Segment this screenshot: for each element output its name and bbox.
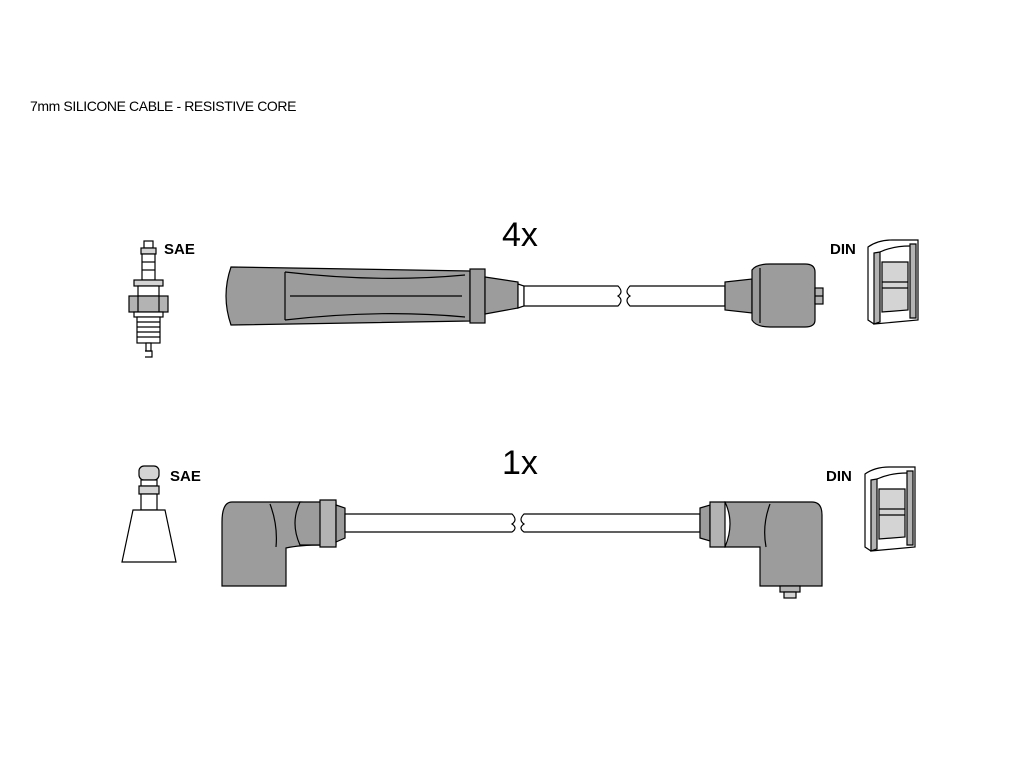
cable-angled xyxy=(344,513,701,533)
straight-plug-boot xyxy=(225,266,525,326)
lead-1-quantity: 4x xyxy=(502,216,538,254)
angled-coil-boot xyxy=(699,501,823,599)
cable-straight xyxy=(523,285,726,307)
spark-plug-icon xyxy=(128,240,169,358)
din-terminal-icon xyxy=(864,466,916,552)
lead-1-plug-end-label: SAE xyxy=(164,241,195,258)
lead-straight: 4x SAE DIN xyxy=(128,216,919,358)
lead-2-coil-end-label: DIN xyxy=(826,468,852,485)
lead-1-coil-end-label: DIN xyxy=(830,241,856,258)
lead-angled: 1x SAE DIN xyxy=(121,444,916,599)
lead-2-plug-end-label: SAE xyxy=(170,468,201,485)
sae-terminal-icon xyxy=(121,465,177,563)
lead-2-quantity: 1x xyxy=(502,444,538,482)
diagram-title: 7mm SILICONE CABLE - RESISTIVE CORE xyxy=(30,98,296,114)
din-terminal-icon xyxy=(867,239,919,325)
straight-coil-boot xyxy=(724,263,824,328)
angled-plug-boot xyxy=(221,499,346,587)
